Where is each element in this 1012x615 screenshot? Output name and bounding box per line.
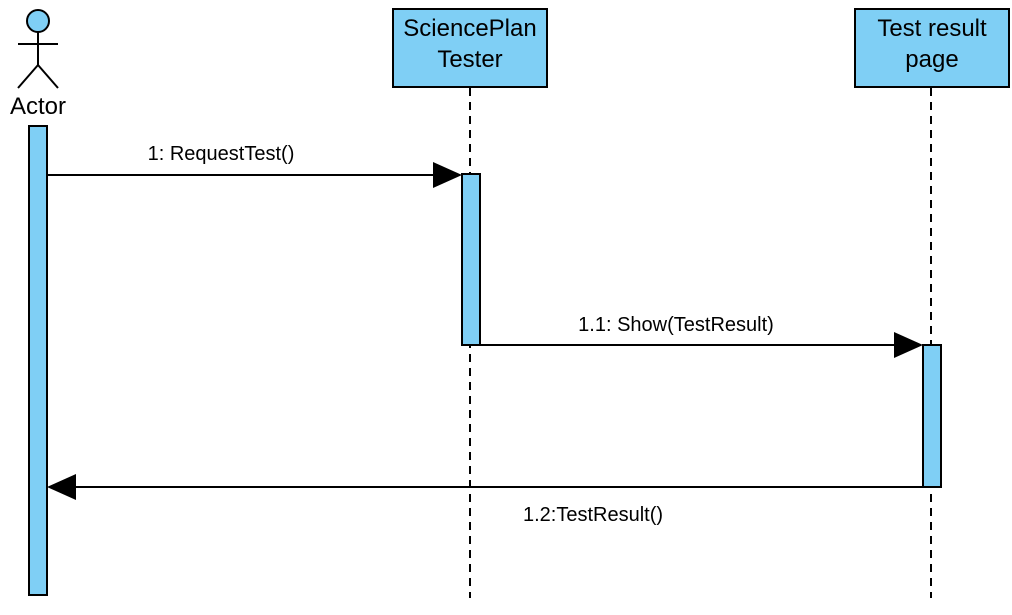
participant-label-test-result-page-line1: Test result (877, 15, 987, 42)
message-label-1: 1: RequestTest() (148, 143, 295, 165)
participant-label-test-result-page-line2: page (905, 46, 958, 73)
participant-label-scienceplan-tester-line1: SciencePlan (403, 15, 536, 42)
message-arrowhead-1-1 (894, 332, 923, 358)
actor-left-leg (17, 64, 39, 89)
message-arrowhead-1-2 (47, 474, 76, 500)
participant-box-scienceplan-tester (392, 8, 548, 88)
participant-label-scienceplan-tester-line2: Tester (437, 46, 502, 73)
activation-bar-scienceplan-tester (461, 173, 481, 346)
actor-right-leg (37, 64, 59, 89)
message-arrowhead-1 (433, 162, 462, 188)
activation-bar-test-result-page (922, 344, 942, 488)
message-label-1-2: 1.2:TestResult() (523, 504, 663, 526)
message-label-1-1: 1.1: Show(TestResult) (578, 314, 774, 336)
actor-label: Actor (10, 93, 66, 120)
actor-figure (17, 9, 59, 89)
activation-bar-actor (28, 125, 48, 596)
participant-box-test-result-page (854, 8, 1010, 88)
actor-head (26, 9, 50, 33)
